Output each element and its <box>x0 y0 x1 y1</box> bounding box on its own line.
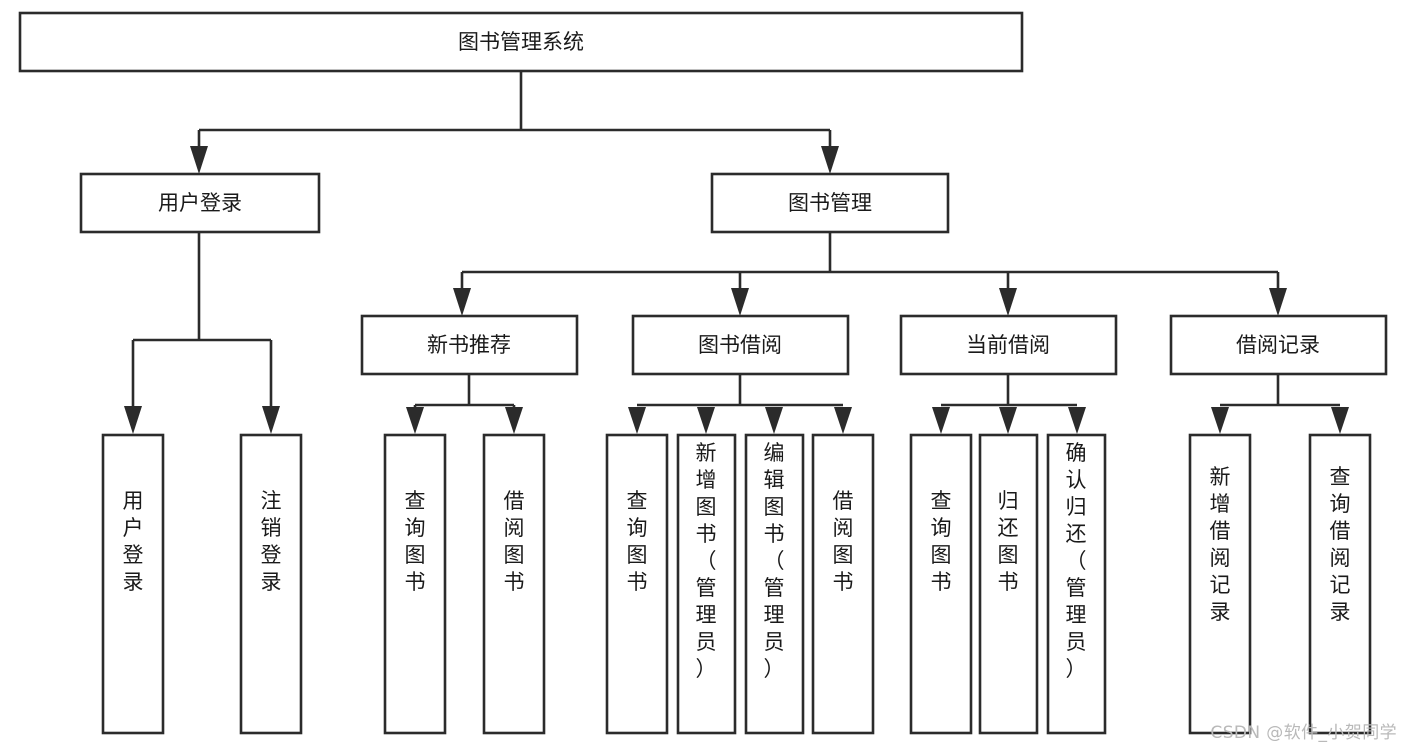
leaf-user-login-label: 用户登录 <box>123 489 144 594</box>
arrow-current-leaf2 <box>999 407 1017 434</box>
leaf-borrow-book-1[interactable]: 借阅图书 <box>482 433 546 735</box>
node-borrow-label: 图书借阅 <box>698 333 782 357</box>
leaf-edit-book[interactable]: 编辑图书（管理员） <box>744 433 805 735</box>
leaf-add-book-label: 新增图书（管理员） <box>696 441 717 681</box>
arrow-bm-borrow <box>731 288 749 316</box>
leaf-query-book-1-box[interactable] <box>383 433 447 735</box>
arrow-bm-current <box>999 288 1017 316</box>
arrow-current-leaf3 <box>1068 407 1086 434</box>
leaf-borrow-book-1-box[interactable] <box>482 433 546 735</box>
arrow-root-to-bookmgr <box>821 146 839 174</box>
node-newbook-box[interactable] <box>360 314 579 376</box>
leaf-add-record[interactable]: 新增借阅记录 <box>1188 433 1252 735</box>
arrow-borrow-leaf3 <box>765 407 783 434</box>
node-login[interactable]: 用户登录 <box>79 172 321 234</box>
leaf-confirm-return-label: 确认归还（管理员） <box>1066 441 1087 681</box>
leaf-confirm-return-box[interactable] <box>1046 433 1107 735</box>
node-root-box[interactable] <box>18 11 1024 73</box>
leaf-borrow-book-2-label: 借阅图书 <box>833 489 854 594</box>
arrow-root-to-login <box>190 146 208 174</box>
arrow-borrow-leaf1 <box>628 407 646 434</box>
leaf-add-book-box[interactable] <box>676 433 737 735</box>
node-newbook[interactable]: 新书推荐 <box>360 314 579 376</box>
leaf-user-login-box[interactable] <box>101 433 165 735</box>
leaf-query-book-2-label: 查询图书 <box>627 489 648 594</box>
leaf-add-record-box[interactable] <box>1188 433 1252 735</box>
node-login-box[interactable] <box>79 172 321 234</box>
leaf-add-record-label: 新增借阅记录 <box>1210 465 1231 624</box>
node-bookmgr-label: 图书管理 <box>788 191 872 215</box>
leaf-query-book-1[interactable]: 查询图书 <box>383 433 447 735</box>
arrow-nb-leaf2 <box>505 407 523 434</box>
node-records-box[interactable] <box>1169 314 1388 376</box>
leaf-return-book[interactable]: 归还图书 <box>978 433 1039 735</box>
arrow-nb-leaf1 <box>406 407 424 434</box>
node-current-box[interactable] <box>899 314 1118 376</box>
node-root-label: 图书管理系统 <box>458 30 584 54</box>
leaf-query-book-2[interactable]: 查询图书 <box>605 433 669 735</box>
leaf-query-book-3[interactable]: 查询图书 <box>909 433 973 735</box>
arrow-login-leaf1 <box>124 406 142 434</box>
leaf-return-book-box[interactable] <box>978 433 1039 735</box>
arrow-login-leaf2 <box>262 406 280 434</box>
node-records-label: 借阅记录 <box>1236 333 1320 357</box>
leaf-user-login[interactable]: 用户登录 <box>101 433 165 735</box>
edges-group <box>124 72 1349 434</box>
arrow-current-leaf1 <box>932 407 950 434</box>
leaf-user-logout-box[interactable] <box>239 433 303 735</box>
leaf-return-book-label: 归还图书 <box>998 489 1019 594</box>
node-records[interactable]: 借阅记录 <box>1169 314 1388 376</box>
node-bookmgr-box[interactable] <box>710 172 950 234</box>
arrow-records-leaf1 <box>1211 407 1229 434</box>
leaf-query-book-1-label: 查询图书 <box>405 489 426 594</box>
leaf-query-record[interactable]: 查询借阅记录 <box>1308 433 1372 735</box>
node-borrow-box[interactable] <box>631 314 850 376</box>
leaf-user-logout[interactable]: 注销登录 <box>239 433 303 735</box>
arrow-bm-newbook <box>453 288 471 316</box>
node-newbook-label: 新书推荐 <box>427 333 511 357</box>
arrow-records-leaf2 <box>1331 407 1349 434</box>
leaf-borrow-book-2[interactable]: 借阅图书 <box>811 433 875 735</box>
leaf-borrow-book-1-label: 借阅图书 <box>504 489 525 594</box>
leaf-query-book-3-label: 查询图书 <box>931 489 952 594</box>
node-current[interactable]: 当前借阅 <box>899 314 1118 376</box>
leaf-query-book-3-box[interactable] <box>909 433 973 735</box>
leaf-borrow-book-2-box[interactable] <box>811 433 875 735</box>
leaf-query-record-box[interactable] <box>1308 433 1372 735</box>
arrow-borrow-leaf4 <box>834 407 852 434</box>
node-root[interactable]: 图书管理系统 <box>18 11 1024 73</box>
leaf-user-logout-label: 注销登录 <box>261 489 282 594</box>
node-current-label: 当前借阅 <box>966 333 1050 357</box>
leaf-query-book-2-box[interactable] <box>605 433 669 735</box>
arrow-bm-records <box>1269 288 1287 316</box>
leaf-edit-book-label: 编辑图书（管理员） <box>764 441 785 681</box>
node-login-label: 用户登录 <box>158 191 242 215</box>
leaf-edit-book-box[interactable] <box>744 433 805 735</box>
node-bookmgr[interactable]: 图书管理 <box>710 172 950 234</box>
leaf-add-book[interactable]: 新增图书（管理员） <box>676 433 737 735</box>
arrow-borrow-leaf2 <box>697 407 715 434</box>
node-borrow[interactable]: 图书借阅 <box>631 314 850 376</box>
leaf-query-record-label: 查询借阅记录 <box>1330 465 1351 624</box>
csdn-watermark: CSDN @软件_小贺同学 <box>1210 723 1397 743</box>
leaf-confirm-return[interactable]: 确认归还（管理员） <box>1046 433 1107 735</box>
